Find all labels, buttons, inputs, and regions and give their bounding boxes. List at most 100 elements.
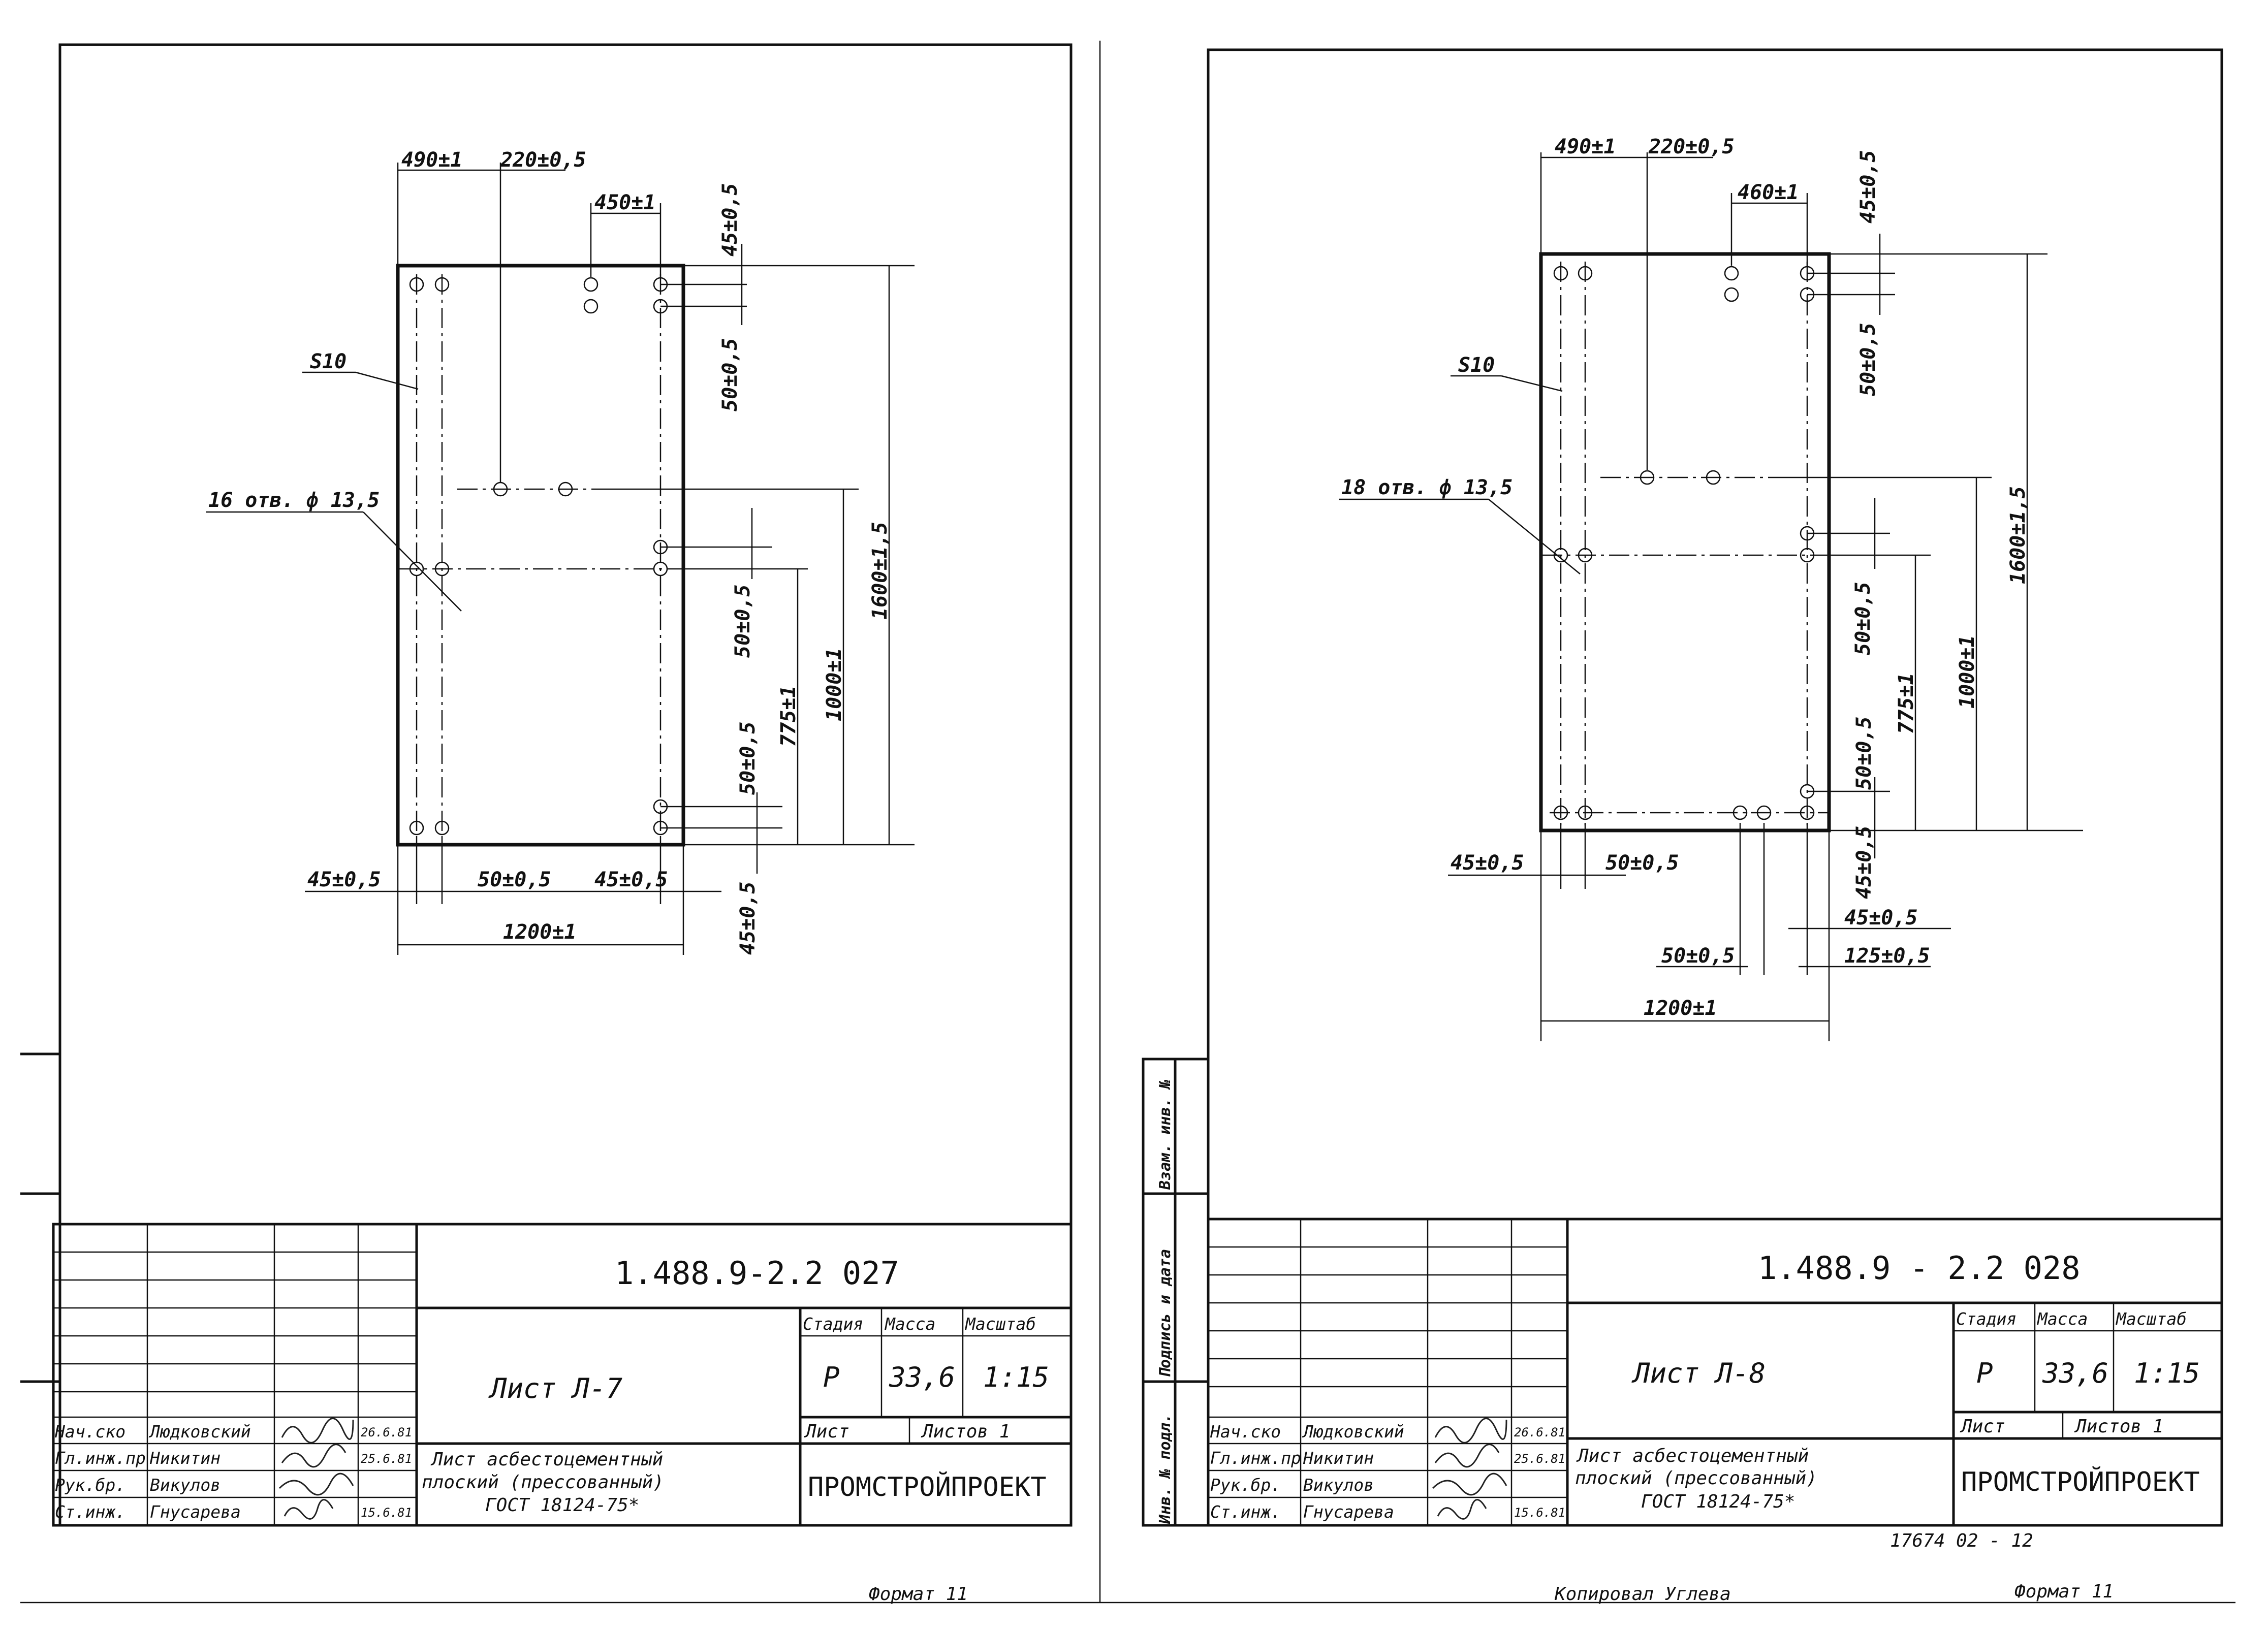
desc-line-3: ГОСТ 18124-75* [485, 1495, 639, 1516]
hdr-mass: Масса [2037, 1309, 2088, 1329]
date-3: 15.6.81 [361, 1506, 412, 1520]
hole [653, 561, 668, 577]
dim-45-bottom-v: 45±0,5 [1852, 826, 1876, 900]
org-name: ПРОМСТРОЙПРОЕКТ [1961, 1466, 2200, 1497]
copy-number: 17674 02 - 12 [1890, 1530, 2033, 1551]
sheet-1-title-block [52, 1223, 1073, 1527]
hole [1800, 805, 1815, 820]
sheet-label: Лист [804, 1421, 849, 1442]
name-1: Никитин [149, 1448, 220, 1468]
role-3: Ст.инж. [1210, 1502, 1281, 1522]
dim-490: 490±1 [401, 148, 462, 172]
dim-460: 460±1 [1738, 181, 1799, 204]
sheet-title: Лист Л-7 [488, 1372, 622, 1404]
sheet-2-title-block [1207, 1218, 2223, 1527]
dim-45-top: 45±0,5 [1856, 150, 1880, 224]
hdr-stage: Стадия [1956, 1309, 2017, 1329]
desc-line-1: Лист асбестоцементный [1576, 1446, 1809, 1466]
hole [1553, 805, 1568, 820]
side-label-sign: Подпись и дата [1156, 1249, 1174, 1378]
dim-450: 450±1 [594, 191, 655, 214]
name-2: Викулов [1303, 1475, 1374, 1495]
hole [409, 820, 424, 836]
dim-125: 125±0,5 [1844, 944, 1930, 968]
hole [434, 277, 450, 292]
hole [558, 482, 573, 497]
org-name: ПРОМСТРОЙПРОЕКТ [808, 1471, 1047, 1502]
hdr-stage: Стадия [803, 1314, 863, 1334]
dim-45-right: 45±0,5 [594, 868, 668, 891]
mass-value: 33,6 [2042, 1357, 2108, 1389]
hole [409, 277, 424, 292]
sheet-1-dimension-lines [206, 163, 915, 955]
label-holes: 18 отв. ф 13,5 [1341, 476, 1513, 499]
dim-50-mid: 50±0,5 [731, 585, 754, 658]
sheet-1-signatures [278, 1418, 354, 1520]
hole [1706, 470, 1721, 485]
hole [1724, 266, 1739, 281]
name-2: Викулов [150, 1475, 220, 1495]
hole [434, 561, 450, 577]
label-thickness: S10 [1458, 354, 1495, 377]
name-1: Никитин [1303, 1448, 1374, 1468]
sheet-2-holes [1553, 266, 1815, 820]
desc-line-3: ГОСТ 18124-75* [1641, 1491, 1795, 1512]
role-2: Рук.бр. [55, 1475, 125, 1495]
hole [1553, 548, 1568, 563]
date-3: 15.6.81 [1514, 1506, 1565, 1520]
stage-value: Р [1976, 1357, 1993, 1389]
sheet-label: Лист [1960, 1416, 2005, 1437]
name-3: Гнусарева [1303, 1502, 1394, 1522]
format-label: Формат 11 [2014, 1581, 2114, 1602]
side-label-inv: Инв. № подл. [1156, 1414, 1174, 1524]
dim-1200: 1200±1 [503, 920, 577, 944]
scale-value: 1:15 [2134, 1357, 2200, 1389]
hole [1578, 548, 1593, 563]
dim-1200: 1200±1 [1644, 997, 1717, 1020]
dim-1000: 1000±1 [1956, 635, 1979, 709]
hdr-scale: Масштаб [2116, 1309, 2187, 1329]
sheet-2-dimension-lines [1339, 152, 2083, 1041]
dim-490: 490±1 [1555, 135, 1616, 158]
date-1: 25.6.81 [1514, 1452, 1565, 1466]
hole [583, 299, 598, 314]
hole [1640, 470, 1655, 485]
dim-50-low: 50±0,5 [1852, 717, 1876, 790]
dim-220: 220±0,5 [500, 148, 586, 172]
dim-50-bottom: 50±0,5 [1605, 851, 1679, 875]
format-label: Формат 11 [869, 1584, 968, 1605]
sheets-count: Листов 1 [2074, 1416, 2163, 1437]
scale-value: 1:15 [983, 1361, 1049, 1393]
role-1: Гл.инж.пр [1210, 1448, 1301, 1468]
hole [1800, 548, 1815, 563]
dim-50-bottom-b: 50±0,5 [1661, 944, 1735, 968]
dim-45-left: 45±0,5 [1451, 851, 1524, 875]
doc-number: 1.488.9 - 2.2 028 [1758, 1250, 2081, 1287]
sheets-count: Листов 1 [921, 1421, 1010, 1442]
dim-45-bottom-v: 45±0,5 [736, 882, 760, 955]
dim-1000: 1000±1 [823, 648, 846, 722]
sheet-title: Лист Л-8 [1631, 1357, 1766, 1389]
role-2: Рук.бр. [1210, 1475, 1281, 1495]
stage-value: Р [823, 1361, 840, 1393]
date-1: 25.6.81 [361, 1452, 412, 1466]
name-0: Людковский [148, 1422, 251, 1442]
hole [1578, 266, 1593, 281]
hole [434, 820, 450, 836]
desc-line-1: Лист асбестоцементный [430, 1449, 663, 1470]
dim-45-left: 45±0,5 [307, 868, 381, 891]
dim-50-mid: 50±0,5 [1851, 582, 1875, 656]
label-holes: 16 отв. ф 13,5 [208, 489, 380, 512]
hole [409, 561, 424, 577]
sheet-2: 490±1 220±0,5 460±1 45±0,5 50±0,5 1600±1… [1142, 48, 2223, 1605]
dim-45-top: 45±0,5 [718, 183, 742, 257]
role-0: Нач.ско [54, 1422, 125, 1442]
dim-50-top: 50±0,5 [718, 338, 742, 412]
role-0: Нач.ско [1210, 1422, 1281, 1442]
hole [1732, 805, 1748, 820]
sheet-1-holes [409, 277, 668, 836]
dim-220: 220±0,5 [1648, 135, 1735, 158]
dim-45-right: 45±0,5 [1844, 906, 1918, 930]
hole [1756, 805, 1772, 820]
